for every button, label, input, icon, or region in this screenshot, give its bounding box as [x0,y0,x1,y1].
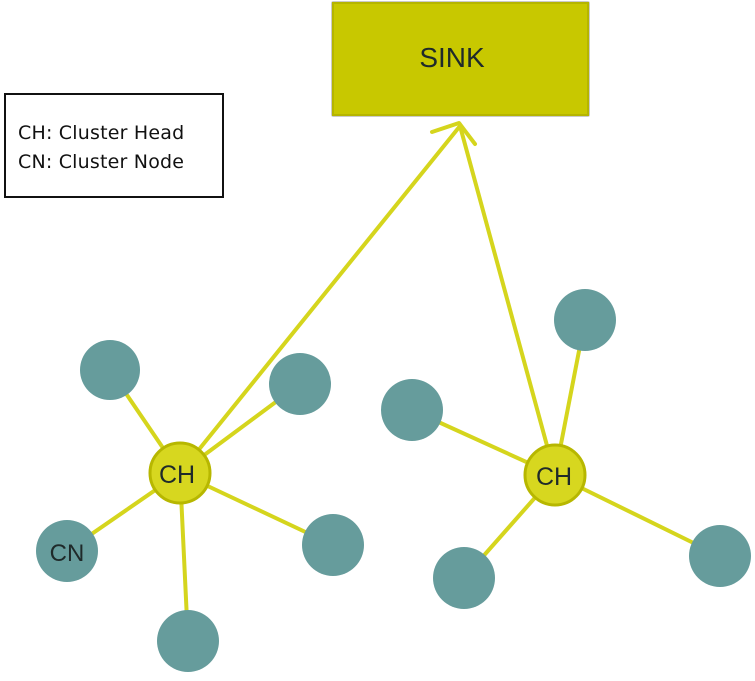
cluster-node-bottom-left [157,610,219,672]
cluster-node-labeled: CN [36,520,98,582]
legend-line-cluster-head: CH: Cluster Head [18,122,185,144]
network-links [65,121,722,643]
cluster-node-right-center [302,514,364,576]
cluster-node-far-right [689,525,751,587]
sink-arrowhead [430,121,477,146]
cluster2-to-sink-arrow [458,124,557,477]
cluster1-to-sink-arrow [178,124,462,475]
cluster-head-right-group: CH [523,443,587,507]
cluster-node-top-left [80,340,140,400]
sink-box [332,2,589,116]
sink-label: SINK [419,42,485,73]
cluster-head-left-group: CH [148,441,212,505]
cluster-node-top-middle [269,353,331,415]
cluster-nodes: CN [36,289,751,672]
legend-box: CH: Cluster Head CN: Cluster Node [4,93,224,198]
cluster-head-left-label: CH [159,461,195,489]
cluster-head-right [523,443,587,507]
sink-box-group: SINK [332,2,589,116]
cluster-node-left-right-cluster [381,379,443,441]
cluster-head-left [148,441,212,505]
cluster-node-label: CN [50,540,85,567]
cluster-head-right-label: CH [536,463,572,491]
cluster-node-left [36,520,98,582]
cluster-node-bottom-right [433,547,495,609]
legend-line-cluster-node: CN: Cluster Node [18,151,185,173]
cluster-node-top-right [554,289,616,351]
